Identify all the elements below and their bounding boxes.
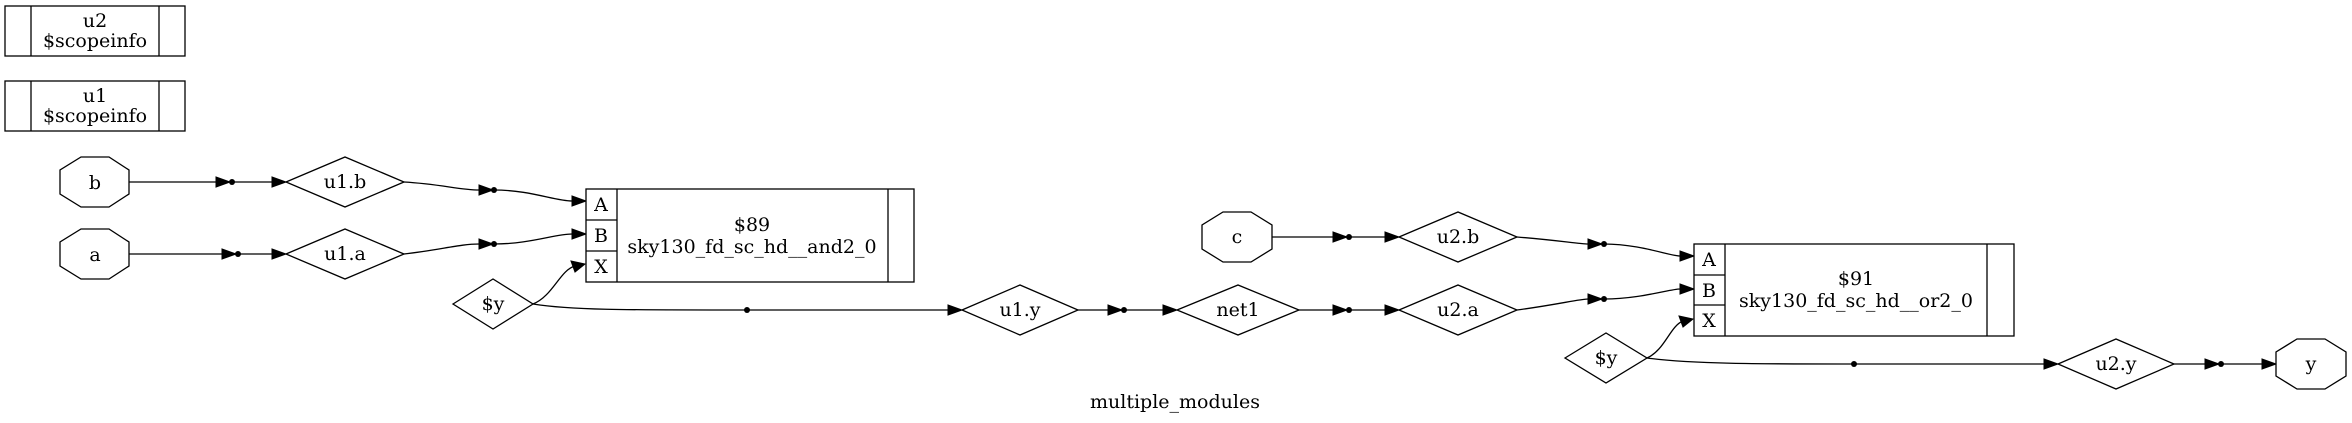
wire-y-u1-junction [532,303,746,311]
scopeinfo-cell-u2: u2 $scopeinfo [4,5,186,57]
port-b: b [59,156,130,208]
net-u1-y-label: u1.y [999,299,1040,321]
wire-y-u1-and-X [532,265,576,305]
wire-y-u2-junction [1646,357,1853,365]
wire-u1b-and-A [493,189,573,202]
wire-u2a-junction [1516,298,1589,311]
net-y-u2-label: $y [1595,347,1618,369]
net-u2-a-label: u2.a [1437,299,1479,321]
scopeinfo-u2-type: $scopeinfo [43,30,147,52]
or-cell-id: $91 [1838,268,1874,290]
or-pin-X: X [1702,310,1716,332]
net-u1-b-label: u1.b [324,171,367,193]
scopeinfo-cell-u1: u1 $scopeinfo [4,80,186,132]
port-a: a [59,228,130,280]
and-pin-A: A [593,194,608,216]
wire-u2b-or-A [1603,243,1681,257]
port-y-label: y [2305,353,2317,375]
net-net1-label: net1 [1216,299,1259,321]
net-u2-y: u2.y [2056,338,2176,390]
or-pin-A: A [1701,249,1716,271]
net-u1-y: u1.y [960,284,1080,336]
and-pin-X: X [594,256,608,278]
scopeinfo-u1-type: $scopeinfo [43,105,147,127]
net-u1-a-label: u1.a [324,243,366,265]
or-pin-B: B [1702,280,1716,302]
wire-u1b-junction [403,181,480,191]
port-y: y [2275,338,2347,390]
net-u1-b: u1.b [284,156,406,208]
net-u2-b: u2.b [1397,211,1519,263]
wire-u1a-junction [403,243,480,255]
cell-and2: A B X $89 sky130_fd_sc_hd__and2_0 [585,188,915,283]
diagram-title: multiple_modules [1090,391,1260,413]
net-u2-b-label: u2.b [1437,226,1480,248]
port-b-label: b [89,172,101,194]
and-cell-type: sky130_fd_sc_hd__and2_0 [627,236,876,258]
or-cell-type: sky130_fd_sc_hd__or2_0 [1739,290,1973,312]
net-y-u1-label: $y [482,293,505,315]
scopeinfo-u2-name: u2 [83,10,107,32]
wire-u2b-junction [1516,236,1589,245]
port-c-label: c [1232,226,1243,248]
wire-u1a-and-B [493,233,573,245]
scopeinfo-u1-name: u1 [83,85,107,107]
net-u2-a: u2.a [1397,284,1519,336]
net-y-u2: $y [1563,332,1649,384]
net-u2-y-label: u2.y [2095,353,2136,375]
cell-or2: A B X $91 sky130_fd_sc_hd__or2_0 [1693,243,2015,337]
port-c: c [1201,211,1273,263]
wire-y-u2-or-X [1646,320,1684,359]
net-net1: net1 [1175,284,1301,336]
net-y-u1: $y [451,278,535,330]
wire-u2a-or-B [1603,288,1681,300]
port-a-label: a [89,244,100,266]
net-u1-a: u1.a [284,228,406,280]
and-cell-id: $89 [734,214,770,236]
and-pin-B: B [594,225,608,247]
